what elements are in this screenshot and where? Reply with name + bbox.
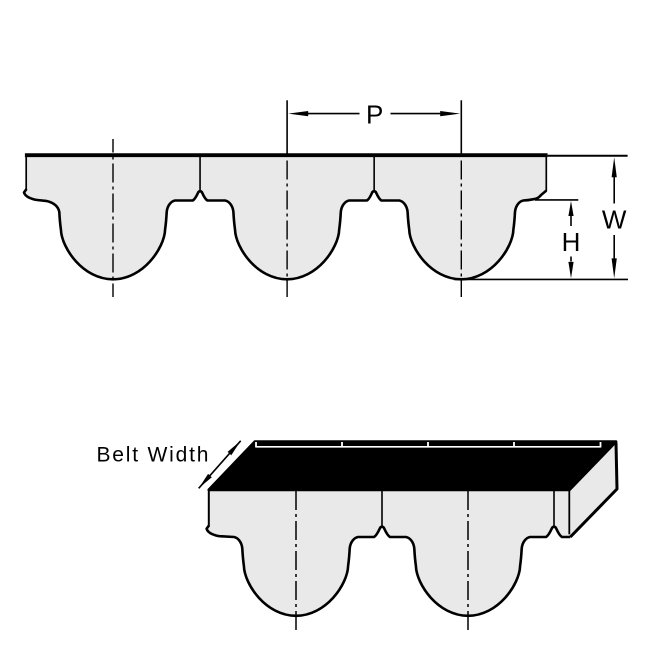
svg-text:H: H [562,227,581,257]
svg-text:P: P [366,100,383,130]
svg-text:Belt Width: Belt Width [97,444,211,467]
svg-text:W: W [602,204,627,234]
